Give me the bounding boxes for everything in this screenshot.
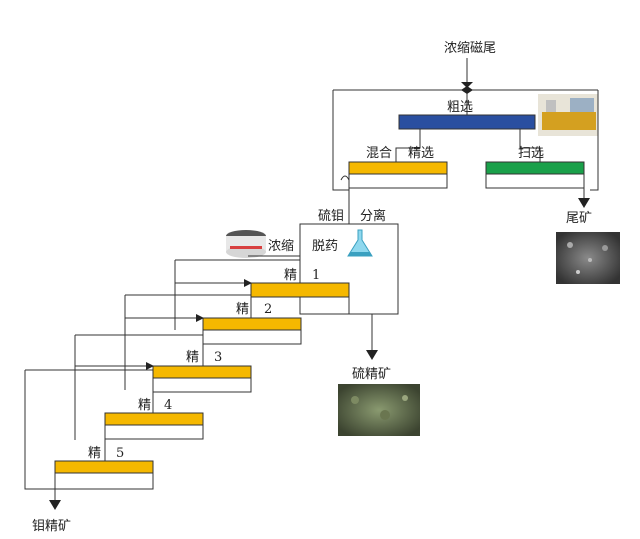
cleaner-1-cell [250, 282, 350, 298]
separation-label-a: 硫钼 [318, 209, 344, 224]
flotation-machine-photo [538, 94, 598, 136]
sulfur-label: 硫精矿 [352, 367, 391, 382]
cleaner-2-tail-box [202, 329, 302, 345]
cleaner-2-num: 2 [264, 302, 272, 317]
mo-arrow [49, 500, 61, 510]
cleaner-4-num: 4 [164, 398, 172, 413]
tailings-label: 尾矿 [566, 211, 592, 226]
sulfur-photo [338, 384, 420, 436]
separation-label-b: 分离 [360, 208, 386, 224]
recycle-arrow-right [467, 86, 473, 94]
scavenger-tail-box [485, 173, 585, 189]
recycle-arrow-left [461, 86, 467, 94]
cleaner-5-return [24, 370, 55, 490]
mo-label: 钼精矿 [32, 519, 71, 534]
rougher-cell [398, 114, 536, 130]
cleaner-5-label: 精 [88, 446, 101, 461]
cleaner-4-tail-box [104, 424, 204, 440]
cleaner-3-label: 精 [186, 350, 199, 365]
cleaner-1-label: 精 [284, 268, 297, 283]
rougher-label: 粗选 [447, 100, 473, 115]
cleaner-2-label: 精 [236, 302, 249, 317]
feed-label: 浓缩磁尾 [444, 40, 496, 56]
thickener-icon [226, 230, 266, 258]
rougher-conc-line [395, 129, 421, 162]
scavenger-recycle [590, 90, 599, 191]
mixed-recycle [332, 90, 349, 191]
rougher-tail-line [519, 129, 541, 162]
crossover-1 [340, 175, 350, 181]
cleaner-5-num: 5 [116, 446, 124, 461]
deslime-label: 脱药 [312, 239, 338, 254]
scavenger-cell [485, 161, 585, 175]
cleaner-1-tail [348, 297, 372, 315]
cleaner-3-tail-box [152, 377, 252, 393]
cleaner-5-cell [54, 460, 154, 474]
cleaner-1-num: 1 [312, 268, 320, 283]
cleaner-4-cell [104, 412, 204, 426]
mixed-cleaner-tail-box [348, 173, 448, 189]
mixed-cleaner-label-a: 混合 [366, 146, 392, 161]
flask-icon [347, 229, 373, 257]
cleaner-5-tail-box [54, 472, 154, 490]
cleaner-4-label: 精 [138, 398, 151, 413]
cleaner-3-cell [152, 365, 252, 379]
scavenger-label: 扫选 [518, 146, 544, 161]
tail-arrow [578, 198, 590, 208]
cleaner-2-cell [202, 317, 302, 331]
thicken-label: 浓缩 [268, 238, 294, 254]
cleaner-3-num: 3 [214, 350, 222, 365]
sulfur-arrow [366, 350, 378, 360]
tailings-photo [556, 232, 620, 284]
mixed-cleaner-cell [348, 161, 448, 175]
mixed-cleaner-label-b: 精选 [408, 146, 434, 161]
feed-arrow-down [461, 82, 473, 88]
